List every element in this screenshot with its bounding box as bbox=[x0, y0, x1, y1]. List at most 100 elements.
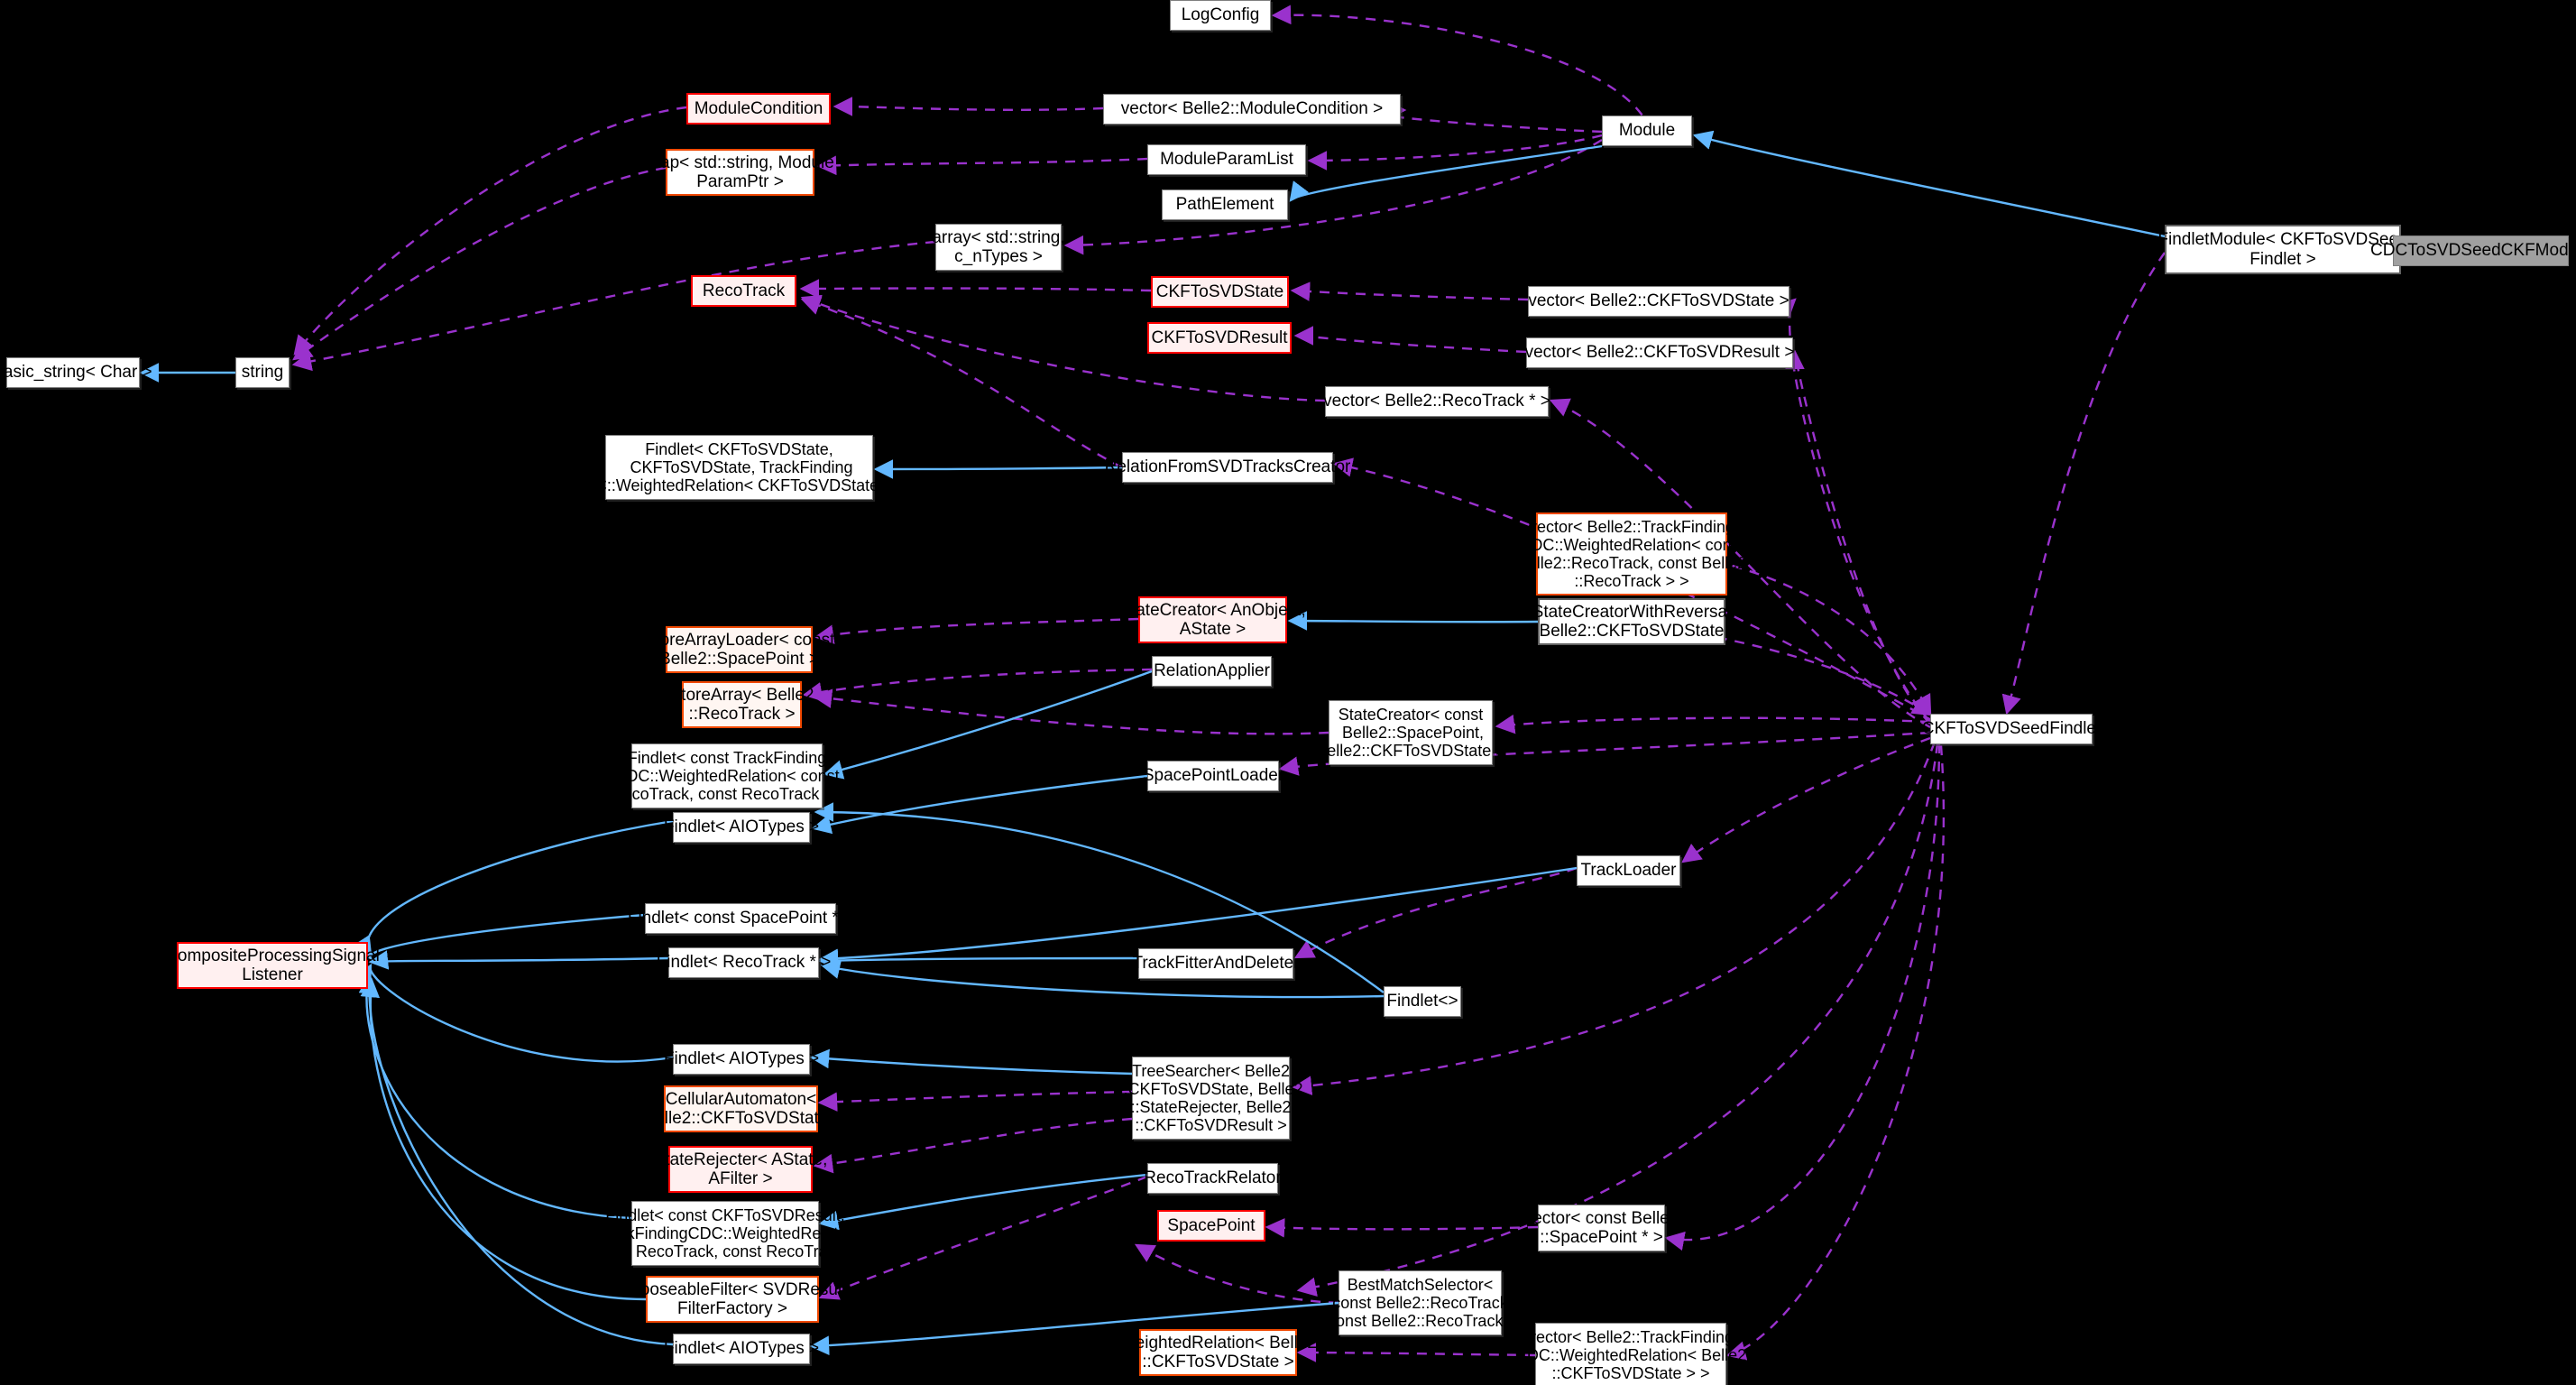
class-node-label: RecoTrackRelator bbox=[1144, 1168, 1282, 1188]
class-node-findlet_aio3[interactable]: Findlet< AIOTypes > bbox=[664, 1334, 819, 1364]
class-node-label: basic_string< Char > bbox=[0, 363, 152, 383]
class-node-ckftosvdseedfindlet[interactable]: CKFToSVDSeedFindlet bbox=[1922, 714, 2101, 744]
class-node-vec_state[interactable]: vector< Belle2::CKFToSVDState > bbox=[1528, 286, 1789, 317]
class-node-findletmodule[interactable]: FindletModule< CKFToSVDSeed Findlet > bbox=[2157, 225, 2408, 274]
class-node-label: TrackLoader bbox=[1580, 861, 1677, 881]
class-node-vec_constsp[interactable]: vector< const Belle2 ::SpacePoint * > bbox=[1524, 1205, 1679, 1251]
class-node-label: RelationFromSVDTracksCreator bbox=[1104, 457, 1351, 477]
class-node-staterejecter[interactable]: StateRejecter< AState, AFilter > bbox=[654, 1146, 827, 1193]
class-node-label: SpacePointLoader bbox=[1142, 766, 1284, 786]
class-node-storearray[interactable]: StoreArray< Belle2 ::RecoTrack > bbox=[670, 681, 814, 728]
class-node-spacepoint[interactable]: SpacePoint bbox=[1157, 1210, 1265, 1242]
class-node-label: LogConfig bbox=[1181, 5, 1260, 25]
class-node-modulecondition[interactable]: ModuleCondition bbox=[686, 93, 831, 125]
class-node-chooseablefilter[interactable]: ChooseableFilter< SVDResult FilterFactor… bbox=[619, 1276, 846, 1323]
class-node-label: TrackFitterAndDeleter bbox=[1132, 954, 1300, 974]
class-node-moduleparamlist[interactable]: ModuleParamList bbox=[1147, 144, 1306, 175]
class-node-label: StoreArrayLoader< const Belle2::SpacePoi… bbox=[643, 630, 835, 669]
class-node-label: array< std::string, c_nTypes > bbox=[932, 227, 1065, 266]
class-node-label: ModuleCondition bbox=[694, 98, 823, 118]
class-node-ckftosvdstate[interactable]: CKFToSVDState bbox=[1151, 276, 1289, 308]
class-node-label: StateCreator< const Belle2::SpacePoint, … bbox=[1316, 705, 1505, 761]
usage-edges bbox=[291, 5, 2166, 1362]
class-node-label: CompositeProcessingSignal Listener bbox=[165, 946, 380, 984]
class-node-weightedrel[interactable]: WeightedRelation< Belle2 ::CKFToSVDState… bbox=[1119, 1329, 1317, 1376]
class-node-label: vector< Belle2::CKFToSVDResult > bbox=[1524, 343, 1795, 363]
class-node-label: string bbox=[241, 363, 284, 383]
class-node-vec_wr_state[interactable]: vector< Belle2::TrackFinding CDC::Weight… bbox=[1515, 1323, 1746, 1385]
class-node-label: FindletModule< CKFToSVDSeed Findlet > bbox=[2157, 230, 2408, 269]
class-node-label: Module bbox=[1618, 121, 1676, 141]
class-node-label: WeightedRelation< Belle2 ::CKFToSVDState… bbox=[1119, 1333, 1317, 1371]
class-node-treesearcher[interactable]: TreeSearcher< Belle2 ::CKFToSVDState, Be… bbox=[1118, 1057, 1303, 1140]
class-node-cpsl[interactable]: CompositeProcessingSignal Listener bbox=[165, 942, 380, 989]
class-node-label: RelationApplier bbox=[1154, 661, 1270, 681]
class-node-ckftosvdresult[interactable]: CKFToSVDResult bbox=[1147, 322, 1292, 354]
class-node-findlet_empty[interactable]: Findlet<> bbox=[1384, 986, 1461, 1017]
class-node-label: Findlet< AIOTypes > bbox=[663, 1049, 820, 1069]
class-node-trackfitterdel[interactable]: TrackFitterAndDeleter bbox=[1132, 948, 1300, 979]
class-node-label: vector< Belle2::TrackFinding CDC::Weight… bbox=[1514, 1327, 1747, 1383]
class-node-findlet_aio1[interactable]: Findlet< AIOTypes > bbox=[664, 812, 819, 843]
class-node-label: Findlet< const CKFToSVDResult, TrackFind… bbox=[578, 1205, 872, 1261]
class-node-label: StoreArray< Belle2 ::RecoTrack > bbox=[669, 685, 814, 724]
class-node-recotrack[interactable]: RecoTrack bbox=[691, 275, 796, 307]
class-node-findlet_ckfres[interactable]: Findlet< const CKFToSVDResult, TrackFind… bbox=[578, 1201, 872, 1266]
class-node-findlet_aio2[interactable]: Findlet< AIOTypes > bbox=[664, 1044, 819, 1075]
class-node-bestmatchselector[interactable]: BestMatchSelector< const Belle2::RecoTra… bbox=[1328, 1270, 1517, 1335]
class-node-label: CellularAutomaton< Belle2::CKFToSVDState… bbox=[643, 1089, 843, 1128]
class-node-label: ModuleParamList bbox=[1160, 150, 1293, 170]
class-node-label: Findlet< const SpacePoint * > bbox=[627, 909, 854, 928]
class-node-label: StateCreatorWithReversal < Belle2::CKFTo… bbox=[1524, 602, 1739, 641]
class-node-vec_recotrack[interactable]: vector< Belle2::RecoTrack * > bbox=[1323, 386, 1550, 417]
class-node-relfromsvd[interactable]: RelationFromSVDTracksCreator bbox=[1105, 452, 1350, 483]
class-node-findlet_ckfrel[interactable]: Findlet< const TrackFinding CDC::Weighte… bbox=[612, 743, 847, 808]
class-node-pathelement[interactable]: PathElement bbox=[1162, 189, 1288, 220]
class-node-label: Findlet< CKFToSVDState, CKFToSVDState, T… bbox=[571, 439, 907, 495]
class-node-logconfig[interactable]: LogConfig bbox=[1170, 0, 1271, 31]
class-node-statecreator[interactable]: StateCreator< AnObject, AState > bbox=[1119, 596, 1306, 643]
class-node-statecreatorrev[interactable]: StateCreatorWithReversal < Belle2::CKFTo… bbox=[1524, 598, 1739, 645]
class-node-label: CKFToSVDState bbox=[1155, 282, 1284, 301]
class-node-label: vector< Belle2::CKFToSVDState > bbox=[1528, 291, 1789, 311]
class-node-recotrackrelator[interactable]: RecoTrackRelator bbox=[1144, 1163, 1282, 1194]
class-node-module[interactable]: Module bbox=[1602, 115, 1692, 146]
class-node-cdctosvdmodule[interactable]: CDCToSVDSeedCKFModule bbox=[2370, 235, 2576, 266]
inheritance-edges bbox=[139, 130, 2408, 1356]
class-node-array_string[interactable]: array< std::string, c_nTypes > bbox=[932, 224, 1065, 271]
class-node-findlet_recotrack[interactable]: Findlet< RecoTrack * > bbox=[657, 947, 831, 978]
class-node-label: vector< Belle2::TrackFinding CDC::Weight… bbox=[1516, 517, 1747, 591]
class-node-label: TreeSearcher< Belle2 ::CKFToSVDState, Be… bbox=[1118, 1061, 1303, 1135]
class-node-label: ChooseableFilter< SVDResult FilterFactor… bbox=[618, 1279, 847, 1318]
class-node-map_param[interactable]: map< std::string, Module ParamPtr > bbox=[646, 149, 834, 196]
class-node-label: SpacePoint bbox=[1167, 1215, 1256, 1235]
class-node-string[interactable]: string bbox=[235, 357, 290, 388]
class-node-spacepointloader[interactable]: SpacePointLoader bbox=[1143, 761, 1283, 791]
class-node-findlet_constsp[interactable]: Findlet< const SpacePoint * > bbox=[628, 903, 853, 934]
class-node-label: CDCToSVDSeedCKFModule bbox=[2370, 241, 2576, 261]
class-node-cellularautomaton[interactable]: CellularAutomaton< Belle2::CKFToSVDState… bbox=[644, 1085, 843, 1132]
class-node-label: Findlet< const TrackFinding CDC::Weighte… bbox=[611, 748, 848, 804]
class-node-label: PathElement bbox=[1175, 195, 1274, 215]
class-node-vec_weightedrel[interactable]: vector< Belle2::TrackFinding CDC::Weight… bbox=[1517, 512, 1746, 596]
class-node-storearrayloader[interactable]: StoreArrayLoader< const Belle2::SpacePoi… bbox=[644, 626, 834, 673]
class-node-label: StateCreator< AnObject, AState > bbox=[1119, 600, 1306, 639]
class-node-label: Findlet< AIOTypes > bbox=[663, 817, 820, 837]
class-node-findlet_state3[interactable]: Findlet< CKFToSVDState, CKFToSVDState, T… bbox=[572, 435, 906, 500]
class-node-label: RecoTrack bbox=[702, 281, 786, 300]
class-node-statecreator_sp[interactable]: StateCreator< const Belle2::SpacePoint, … bbox=[1316, 700, 1505, 765]
class-node-basic_string[interactable]: basic_string< Char > bbox=[0, 357, 152, 388]
class-node-vec_result[interactable]: vector< Belle2::CKFToSVDResult > bbox=[1524, 337, 1795, 368]
class-node-label: StateRejecter< AState, AFilter > bbox=[653, 1150, 828, 1188]
class-node-relationapplier[interactable]: RelationApplier bbox=[1152, 656, 1272, 687]
class-node-label: Findlet< AIOTypes > bbox=[663, 1339, 820, 1359]
class-node-trackloader[interactable]: TrackLoader bbox=[1577, 855, 1680, 886]
class-node-label: CKFToSVDSeedFindlet bbox=[1921, 719, 2102, 739]
class-node-label: Findlet<> bbox=[1386, 992, 1458, 1011]
class-node-label: CKFToSVDResult bbox=[1151, 328, 1288, 347]
class-node-vec_modulecond[interactable]: vector< Belle2::ModuleCondition > bbox=[1103, 94, 1401, 125]
class-node-label: Findlet< RecoTrack * > bbox=[656, 953, 832, 973]
class-node-label: map< std::string, Module ParamPtr > bbox=[646, 152, 834, 191]
